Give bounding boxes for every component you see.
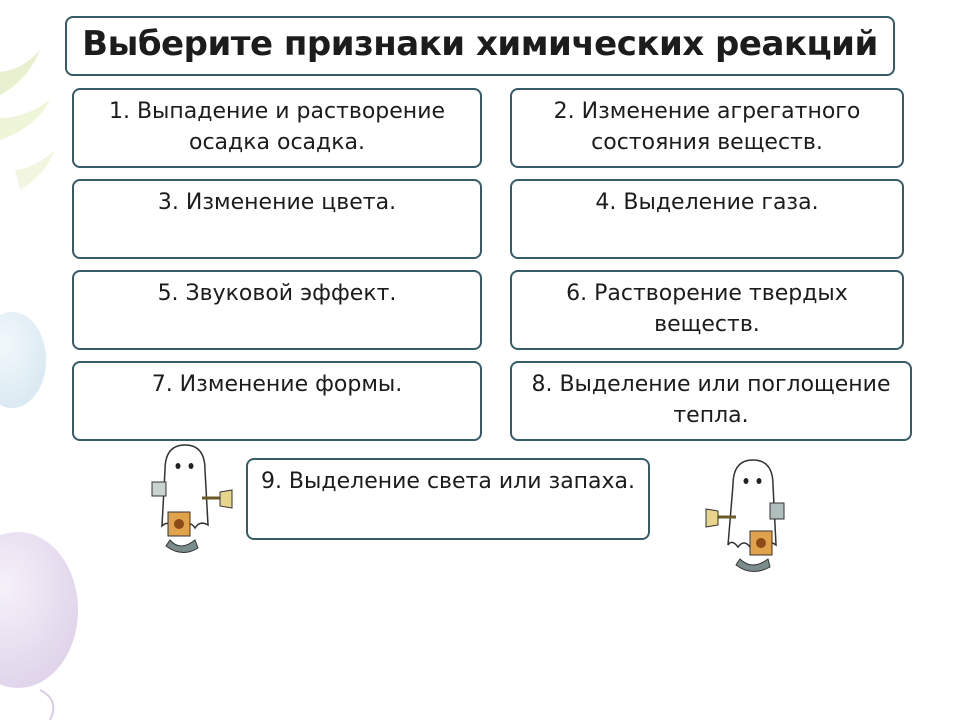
sign-card-text: 5. Звуковой эффект. [157, 281, 397, 306]
sign-card-3: 3. Изменение цвета. [72, 179, 482, 259]
sign-card-2: 2. Изменение агрегатного состояния вещес… [510, 88, 904, 168]
sign-card-text: 4. Выделение газа. [595, 190, 819, 215]
sign-card-8: 8. Выделение или поглощение тепла. [510, 361, 912, 441]
sign-card-1: 1. Выпадение и растворение осадка осадка… [72, 88, 482, 168]
ghost-with-lantern-icon [151, 444, 233, 553]
sign-card-6: 6. Растворение твердых веществ. [510, 270, 904, 350]
sign-card-text: 2. Изменение агрегатного состояния вещес… [553, 99, 861, 155]
leaf-decoration [0, 50, 55, 190]
sign-card-text: 3. Изменение цвета. [157, 190, 397, 215]
ghost-with-lantern-icon [705, 459, 785, 572]
page-title: Выберите признаки химических реакций [65, 16, 895, 76]
sign-card-text: 7. Изменение формы. [151, 372, 403, 397]
balloon-decoration [0, 312, 78, 720]
sign-card-7: 7. Изменение формы. [72, 361, 482, 441]
sign-card-4: 4. Выделение газа. [510, 179, 904, 259]
page-title-text: Выберите признаки химических реакций [82, 24, 878, 64]
sign-card-9: 9. Выделение света или запаха. [246, 458, 650, 540]
sign-card-text: 6. Растворение твердых веществ. [566, 281, 848, 337]
sign-card-5: 5. Звуковой эффект. [72, 270, 482, 350]
sign-card-text: 1. Выпадение и растворение осадка осадка… [108, 99, 446, 155]
sign-card-text: 8. Выделение или поглощение тепла. [531, 372, 891, 428]
sign-card-text: 9. Выделение света или запаха. [260, 469, 636, 494]
